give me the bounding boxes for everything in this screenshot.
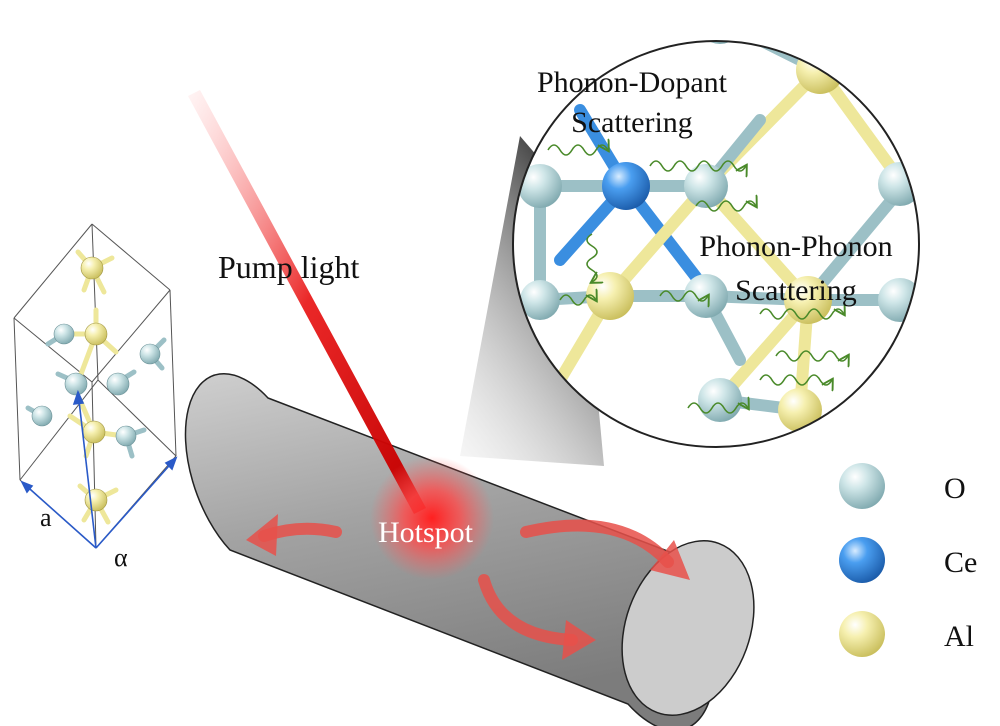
heat-arrow-down xyxy=(478,574,578,646)
phonon-phonon-label-line1: Phonon-Phonon xyxy=(699,230,892,263)
unit-cell: a α xyxy=(13,223,178,572)
phonon-wave xyxy=(659,290,708,301)
zoom-circle-border xyxy=(512,40,920,448)
heat-arrow-left-head xyxy=(246,514,278,556)
lattice-vectors xyxy=(20,389,178,549)
phonon-wave xyxy=(547,145,608,156)
pump-light-label: Pump light xyxy=(218,249,359,285)
legend-swatch-al xyxy=(839,611,885,657)
phonon-wave xyxy=(759,309,844,320)
legend-label-al: Al xyxy=(944,620,974,653)
phonon-wave xyxy=(649,160,746,171)
unit-cell-atoms xyxy=(31,256,161,512)
hotspot-label: Hotspot xyxy=(378,516,474,549)
cylinder-end-face xyxy=(621,540,755,716)
legend-item-ce: Ce xyxy=(839,537,977,583)
heat-arrow-down-head xyxy=(562,620,596,660)
legend-item-o: O xyxy=(839,463,966,509)
legend-item-al: Al xyxy=(839,611,974,657)
phonon-wave xyxy=(759,374,832,385)
legend-label-o: O xyxy=(944,472,966,505)
phonon-waves xyxy=(547,145,848,414)
phonon-phonon-label-line2: Scattering xyxy=(735,274,857,307)
legend-label-ce: Ce xyxy=(944,546,977,579)
pump-beam xyxy=(188,90,426,514)
phonon-wave xyxy=(775,350,848,361)
hotspot-glow xyxy=(370,456,494,580)
phonon-wave xyxy=(687,403,748,414)
legend: O Ce Al xyxy=(839,463,977,657)
phonon-wave xyxy=(695,201,756,212)
legend-swatch-o xyxy=(839,463,885,509)
unit-cell-bonds xyxy=(25,249,167,525)
legend-swatch-ce xyxy=(839,537,885,583)
lattice-a-label: a xyxy=(40,503,52,532)
phonon-wave xyxy=(559,295,596,306)
phonon-dopant-label-line1: Phonon-Dopant xyxy=(537,66,728,99)
phonon-dopant-label-line2: Scattering xyxy=(571,106,693,139)
phonon-wave xyxy=(586,233,597,282)
zoomed-lattice: Phonon-Dopant Scattering Phonon-Phonon S… xyxy=(512,40,920,448)
heat-arrow-right xyxy=(520,519,674,568)
lattice-alpha-label: α xyxy=(114,543,128,572)
heat-arrow-right-head xyxy=(650,540,690,580)
heat-arrow-heads xyxy=(246,514,690,660)
